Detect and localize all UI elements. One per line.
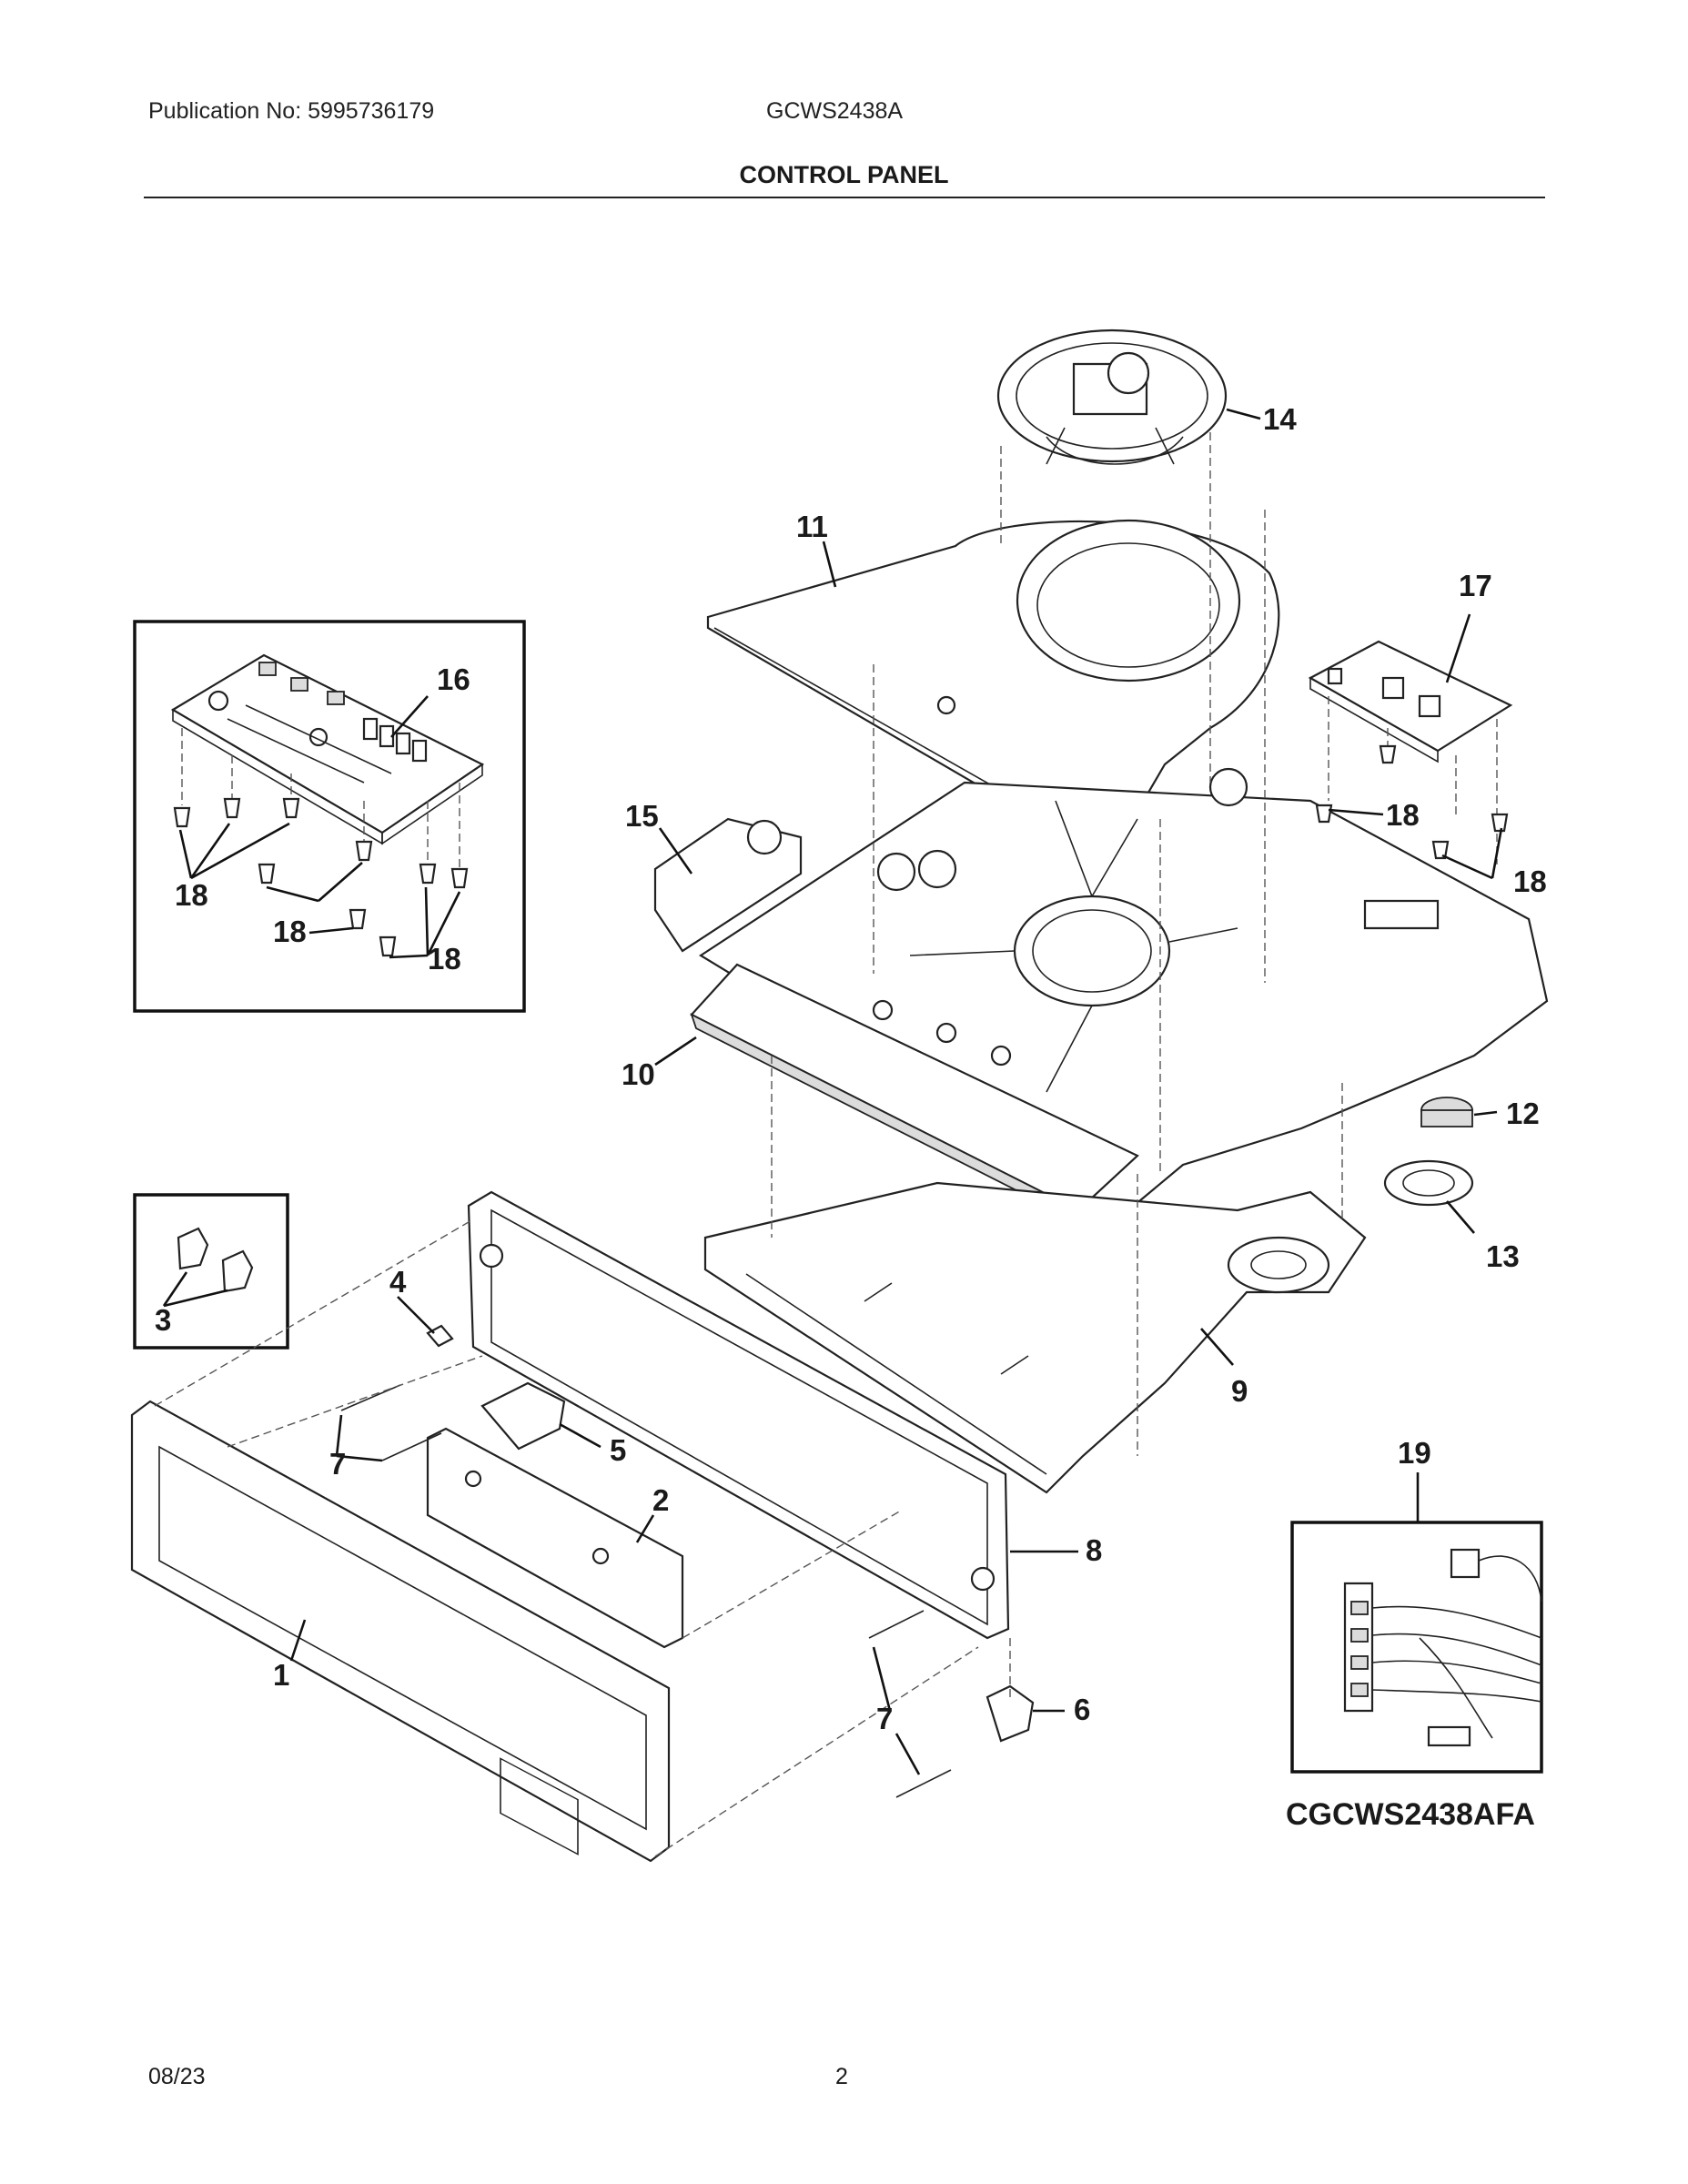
clips-3 (162, 1227, 254, 1308)
standoffs-main (1315, 696, 1509, 864)
relay-board-17 (1308, 640, 1513, 763)
callout-8: 8 (1086, 1533, 1102, 1567)
callout-14: 14 (1263, 402, 1297, 436)
callout-18-inset-b: 18 (273, 915, 307, 948)
callout-18-inset-c: 18 (428, 942, 461, 976)
inset-box-wire-harness (1290, 1521, 1543, 1774)
callout-6: 6 (1074, 1693, 1090, 1726)
callout-1: 1 (273, 1658, 289, 1692)
callout-13: 13 (1486, 1239, 1520, 1273)
callout-15: 15 (625, 799, 659, 833)
publication-number: Publication No: 5995736179 (148, 98, 435, 124)
callout-4: 4 (389, 1265, 407, 1299)
standoffs-inset (173, 728, 469, 957)
inset-box-control-board (133, 620, 526, 1013)
bracket-5 (480, 1381, 566, 1451)
callout-3: 3 (155, 1303, 171, 1337)
control-board-16 (170, 653, 485, 845)
callout-7b: 7 (876, 1702, 893, 1735)
leaders-main (289, 408, 1503, 1775)
callout-12: 12 (1506, 1097, 1540, 1130)
bottom-panel-9 (703, 1181, 1367, 1494)
control-panel-1 (130, 1400, 671, 1863)
callout-2: 2 (652, 1483, 669, 1517)
callout-7a: 7 (329, 1447, 346, 1481)
callout-5: 5 (610, 1433, 626, 1467)
diagram-code: CGCWS2438AFA (1286, 1797, 1535, 1832)
callout-9: 9 (1231, 1374, 1248, 1408)
bracket-4 (426, 1324, 454, 1348)
callout-19: 19 (1398, 1436, 1431, 1470)
callout-18-main-a: 18 (1386, 798, 1420, 832)
filter-12 (1420, 1097, 1473, 1127)
callout-10: 10 (622, 1057, 655, 1091)
callout-17: 17 (1459, 569, 1492, 602)
convection-fan-14 (996, 329, 1228, 465)
model-number: GCWS2438A (766, 98, 904, 124)
relay-board-15 (653, 817, 803, 953)
callout-18-main-b: 18 (1513, 864, 1547, 898)
footer-date: 08/23 (148, 2064, 206, 2089)
wire-harness-19 (1343, 1548, 1542, 1747)
assembly-guides (154, 432, 1343, 1857)
top-panel (698, 767, 1549, 1212)
leaders-inset (178, 695, 461, 959)
section-title: CONTROL PANEL (739, 161, 949, 188)
page-number: 2 (835, 2064, 848, 2089)
header-rule (144, 197, 1545, 198)
grommet-13 (1383, 1159, 1474, 1207)
callout-16: 16 (437, 662, 470, 696)
bracket-6 (986, 1684, 1035, 1743)
inset-box-clips (133, 1193, 289, 1350)
callout-18-inset-a: 18 (175, 878, 208, 912)
callout-11: 11 (796, 510, 828, 543)
